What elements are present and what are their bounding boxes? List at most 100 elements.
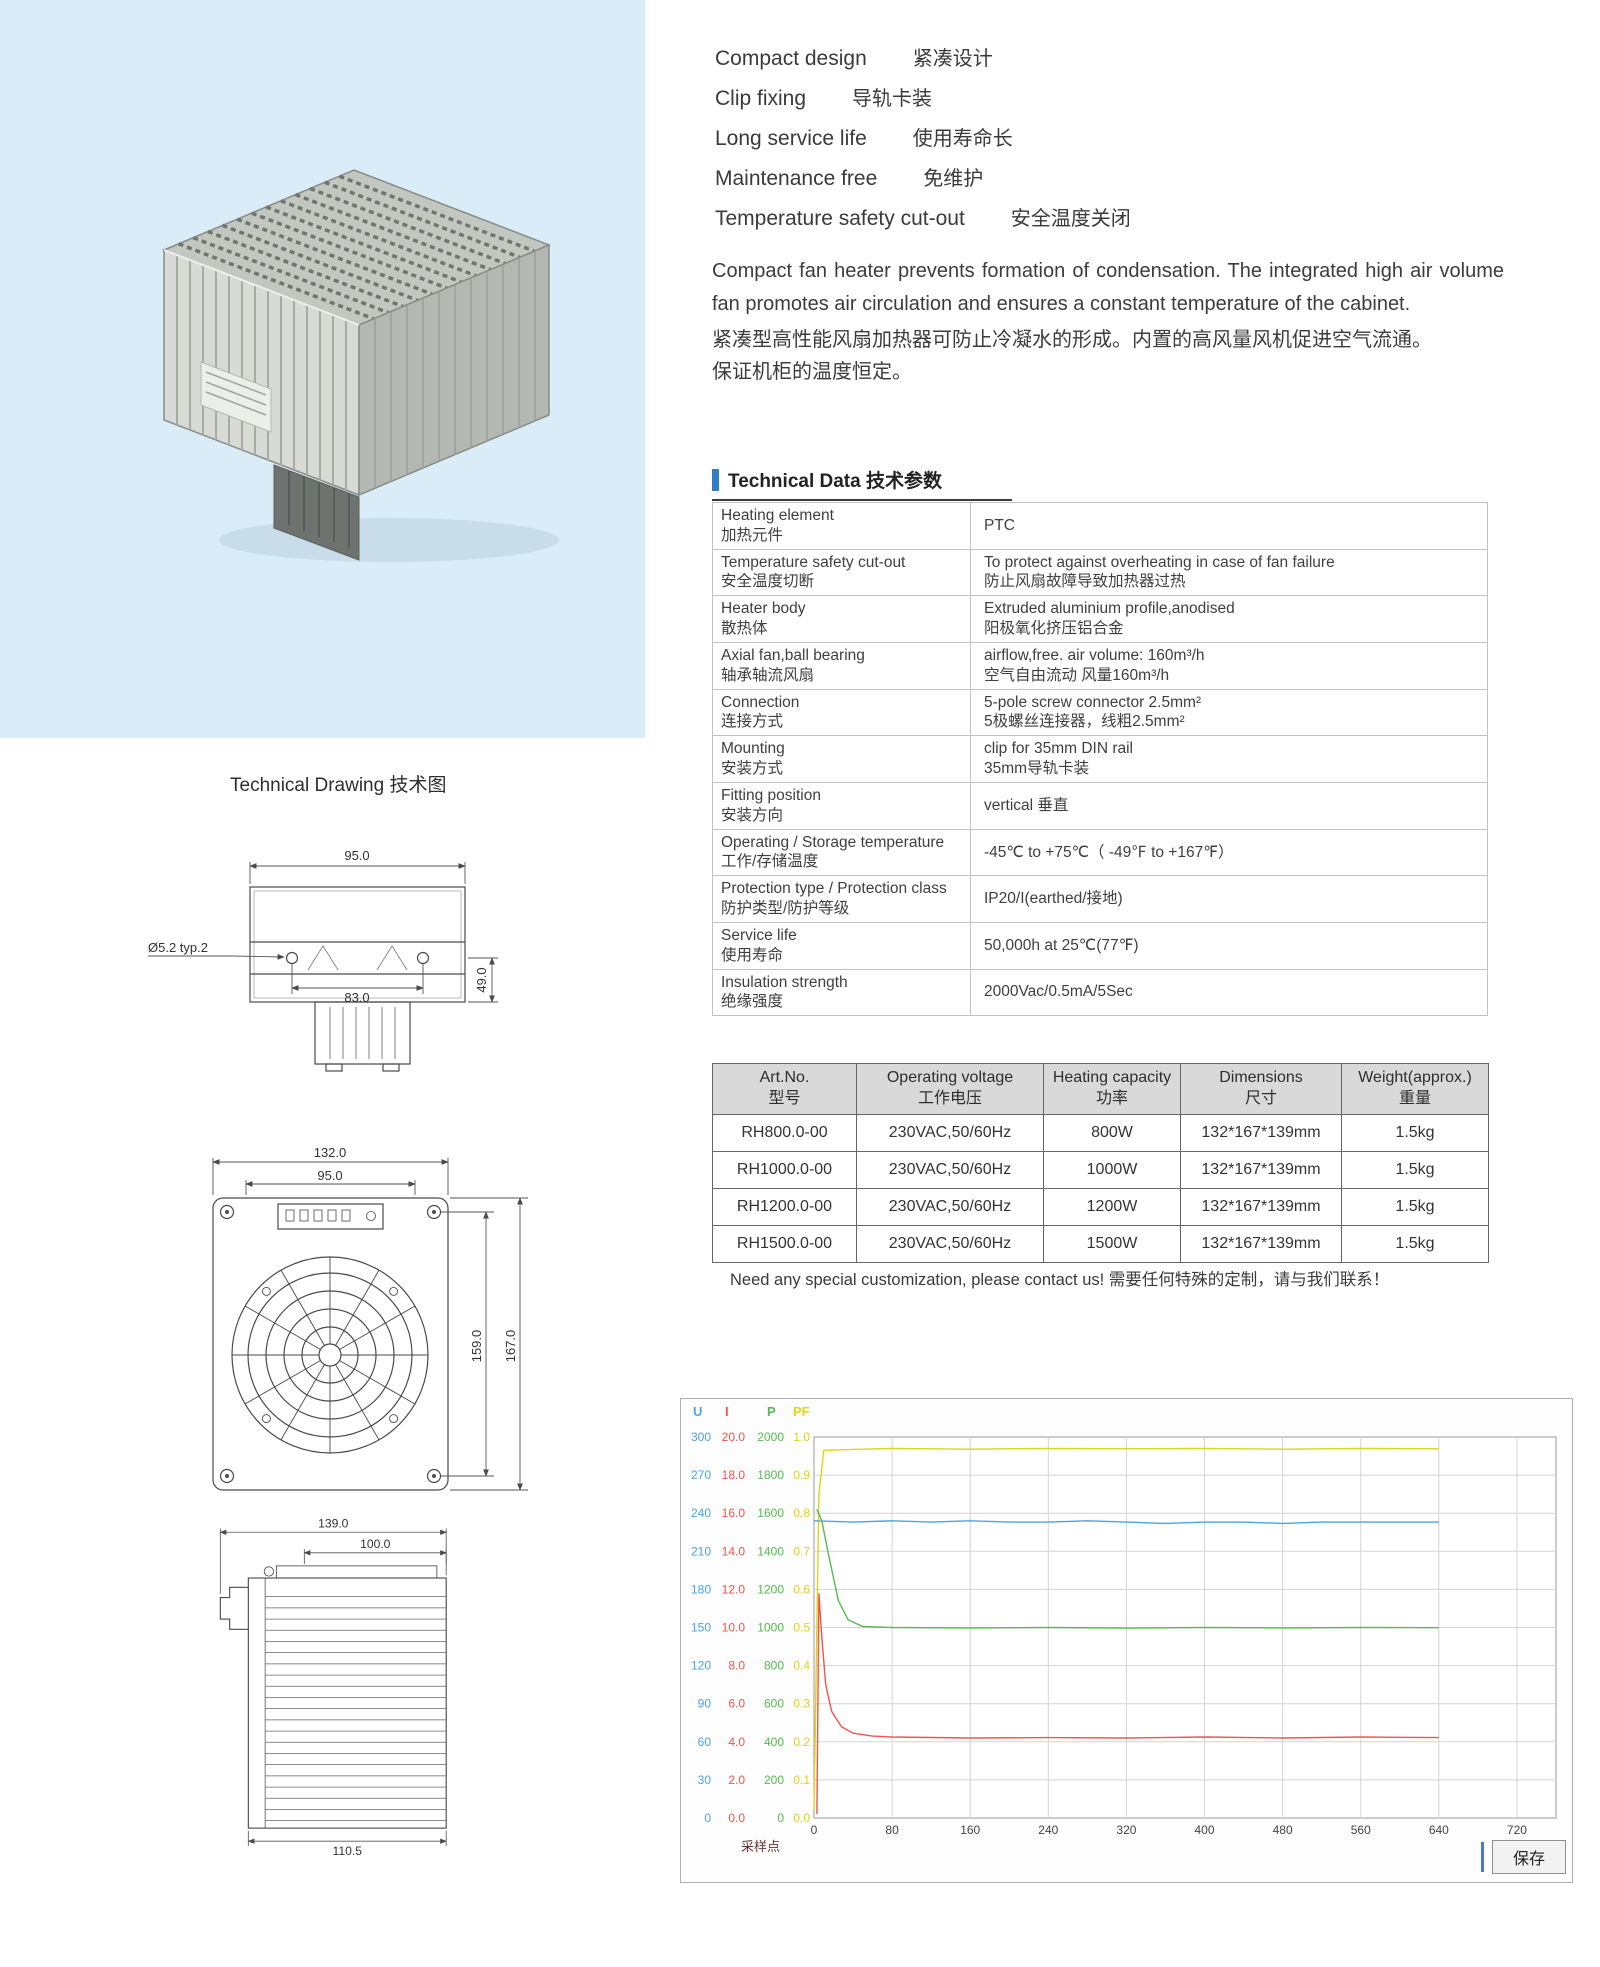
- axis-name-I: I: [725, 1404, 729, 1419]
- product-table-header-cell: Art.No.型号: [712, 1063, 857, 1115]
- y-tick-label: 10.0: [722, 1621, 746, 1635]
- y-tick-label: 1600: [757, 1506, 784, 1520]
- feature-text-en: Maintenance free: [715, 167, 878, 190]
- product-table-cell: 132*167*139mm: [1180, 1113, 1342, 1152]
- y-tick-label: 300: [691, 1430, 711, 1444]
- side-fins: [374, 250, 536, 489]
- product-table-cell: 230VAC,50/60Hz: [856, 1187, 1044, 1226]
- dim-label: 83.0: [344, 990, 369, 1005]
- y-tick-label: 12.0: [722, 1582, 746, 1596]
- product-label-lines: [205, 371, 267, 416]
- tech-row-value: vertical 垂直: [984, 796, 1069, 814]
- y-tick-label: 14.0: [722, 1544, 746, 1558]
- dim-label: 95.0: [344, 848, 369, 863]
- x-tick-label: 640: [1429, 1823, 1449, 1837]
- product-photo-panel: [0, 0, 645, 738]
- feature-list: Compact design 紧凑设计 Clip fixing 导轨卡装 Lon…: [715, 42, 1131, 242]
- y-tick-label: 800: [764, 1659, 784, 1673]
- y-tick-label: 200: [764, 1773, 784, 1787]
- description-zh: 保证机柜的温度恒定。: [712, 361, 912, 384]
- series-line-U: [813, 1520, 1439, 1525]
- product-table-cell: 230VAC,50/60Hz: [856, 1150, 1044, 1189]
- product-table-cell: RH800.0-00: [712, 1113, 857, 1152]
- feature-item: Compact design 紧凑设计: [715, 42, 1131, 71]
- description-en: Compact fan heater prevents formation of…: [712, 260, 1504, 316]
- y-tick-label: 0.6: [793, 1582, 810, 1596]
- dim-label: 139.0: [318, 1517, 349, 1531]
- feature-text-en: Compact design: [715, 47, 867, 70]
- dim-label: 95.0: [317, 1168, 342, 1183]
- feature-item: Long service life 使用寿命长: [715, 122, 1131, 151]
- y-tick-label: 90: [698, 1697, 712, 1711]
- series-line-PF: [813, 1447, 1439, 1811]
- tech-data-header: Technical Data 技术参数: [712, 466, 1012, 501]
- feature-text-zh: 导轨卡装: [852, 88, 933, 110]
- chart-svg: U3002702402101801501209060300I20.018.016…: [691, 1404, 1557, 1854]
- y-tick-label: 0.3: [793, 1697, 810, 1711]
- feature-text-en: Clip fixing: [715, 87, 807, 110]
- x-tick-label: 240: [1038, 1823, 1058, 1837]
- feature-text-en: Temperature safety cut-out: [715, 207, 965, 230]
- din-clip-block: [273, 464, 360, 561]
- x-tick-label: 560: [1351, 1823, 1371, 1837]
- clip-ribs: [288, 470, 350, 549]
- description-zh: 紧凑型高性能风扇加热器可防止冷凝水的形成。内置的高风量风机促进空气流通。: [712, 329, 1432, 352]
- dim-label: 110.5: [333, 1844, 363, 1858]
- hole-callout-label: Ø5.2 typ.2: [148, 940, 208, 955]
- feature-text-zh: 免维护: [923, 168, 984, 190]
- x-tick-label: 160: [960, 1823, 980, 1837]
- tech-row-value: 50,000h at 25℃(77℉): [984, 936, 1139, 954]
- y-tick-label: 1.0: [793, 1430, 810, 1444]
- dim-label: 132.0: [314, 1145, 347, 1160]
- y-tick-label: 18.0: [722, 1468, 746, 1482]
- dim-label: 167.0: [503, 1330, 518, 1363]
- y-tick-label: 0.0: [793, 1811, 810, 1825]
- product-table-cell: 132*167*139mm: [1180, 1224, 1342, 1263]
- product-table-cell: 1.5kg: [1341, 1113, 1489, 1152]
- x-tick-label: 720: [1507, 1823, 1527, 1837]
- drawing-front-view: 132.0 95.0 159.0 167.0: [212, 1145, 528, 1491]
- product-table-cell: RH1200.0-00: [712, 1187, 857, 1226]
- product-table-cell: 132*167*139mm: [1180, 1187, 1342, 1226]
- product-table-header-cell: Weight(approx.)重量: [1341, 1063, 1489, 1115]
- y-tick-label: 1200: [757, 1582, 784, 1596]
- customization-note: Need any special customization, please c…: [730, 1271, 1390, 1289]
- x-tick-label: 80: [885, 1823, 899, 1837]
- y-tick-label: 150: [691, 1621, 711, 1635]
- product-description: Compact fan heater prevents formation of…: [712, 255, 1504, 388]
- y-tick-label: 400: [764, 1735, 784, 1749]
- y-tick-label: 0.4: [793, 1659, 810, 1673]
- edge-highlight: [163, 249, 360, 326]
- feature-text-en: Long service life: [715, 127, 867, 150]
- product-table-cell: RH1000.0-00: [712, 1150, 857, 1189]
- y-tick-label: 0: [704, 1811, 711, 1825]
- tech-row-value: 2000Vac/0.5mA/5Sec: [984, 983, 1133, 1001]
- product-table-cell: 800W: [1043, 1113, 1181, 1152]
- x-tick-label: 320: [1116, 1823, 1136, 1837]
- save-button[interactable]: 保存: [1491, 1840, 1566, 1874]
- photo-shadow: [219, 518, 559, 562]
- y-tick-label: 180: [691, 1582, 711, 1596]
- accent-bar: [712, 468, 719, 491]
- dim-label: 159.0: [469, 1330, 484, 1363]
- feature-item: Clip fixing 导轨卡装: [715, 82, 1131, 111]
- top-view-dimensions: [148, 862, 498, 1003]
